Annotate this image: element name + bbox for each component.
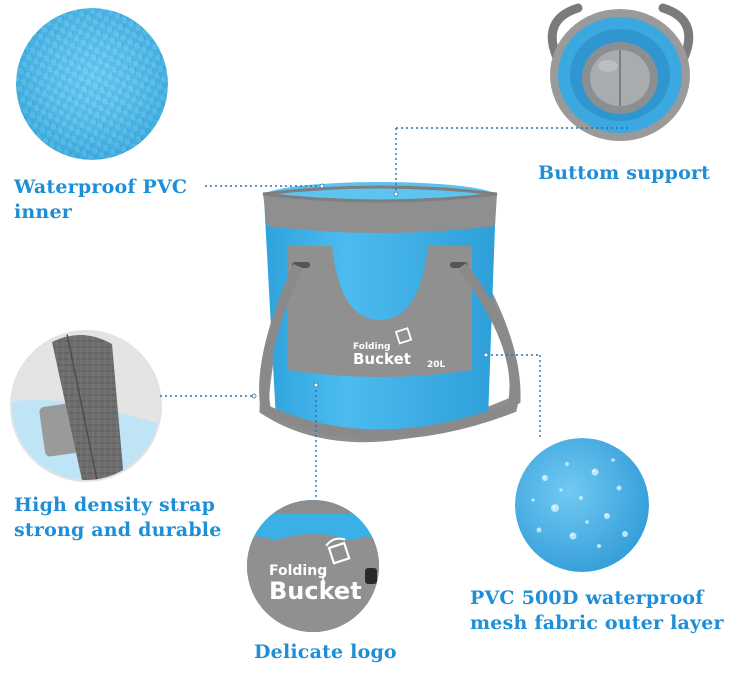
logo-closeup-text: Folding Bucket [269,563,362,605]
label-outer-layer: PVC 500D waterproof mesh fabric outer la… [470,587,724,634]
bucket-product-image: Folding Bucket 20L [236,170,526,470]
label-strap: High density strap strong and durable [14,494,222,541]
bottom-support-closeup [538,0,703,145]
label-bottom-support: Buttom support [538,162,711,184]
label-logo: Delicate logo [254,641,397,663]
pvc-texture-closeup [16,8,168,160]
bucket-capacity-label: 20L [427,360,446,370]
logo-closeup: Folding Bucket [247,500,379,632]
strap-closeup [10,330,162,482]
label-waterproof-pvc: Waterproof PVC inner [14,176,188,223]
outer-layer-closeup [515,438,649,572]
bucket-logo-text: Folding Bucket [353,342,411,368]
